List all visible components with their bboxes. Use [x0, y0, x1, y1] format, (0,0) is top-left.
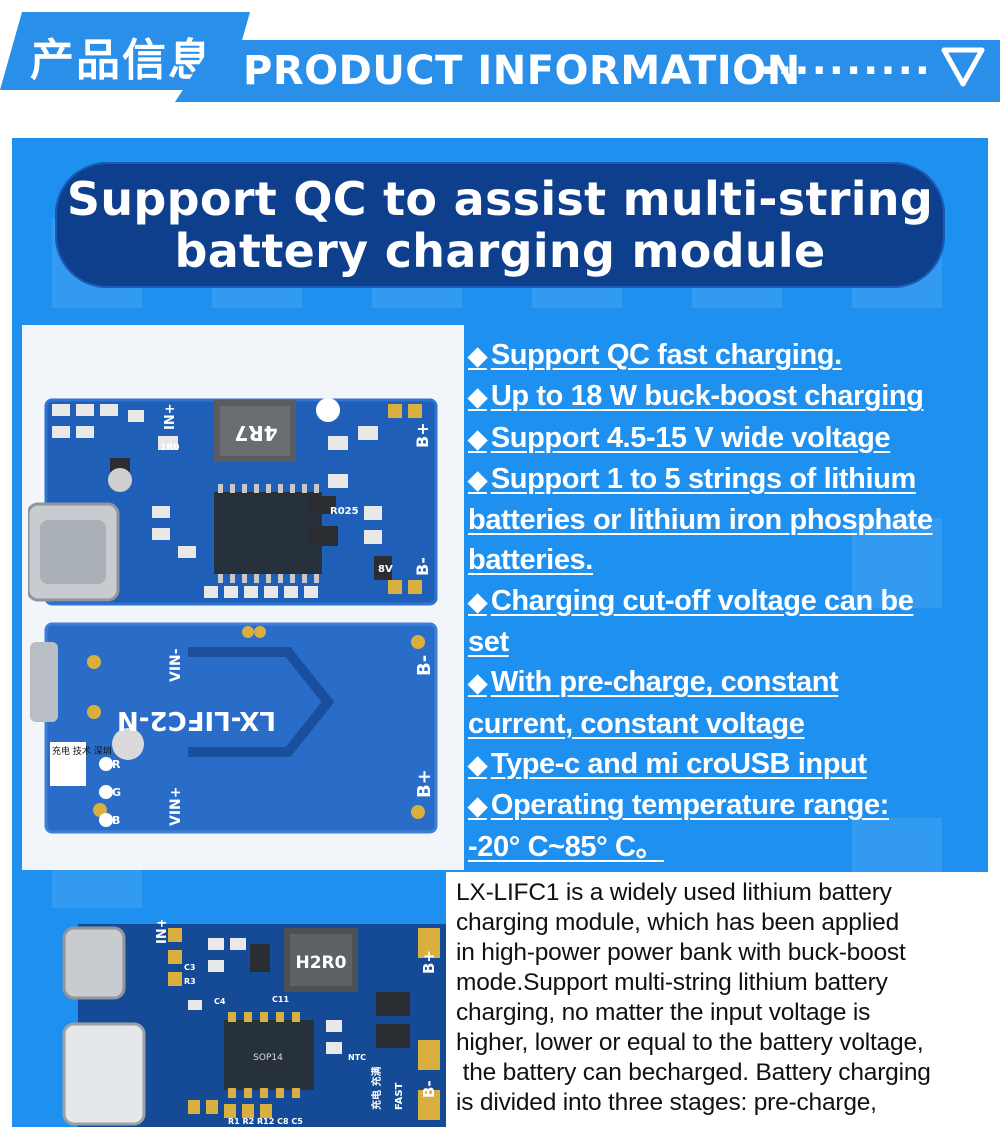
inductor-label: 4R7 [234, 421, 277, 445]
diamond-bullet-icon: ◆ [468, 424, 487, 453]
pin-vin-plus-label: VIN+ [168, 787, 184, 827]
led-r-label: R [112, 758, 121, 771]
diamond-bullet-icon: ◆ [468, 587, 487, 616]
part-1r0-label: 1R0 [160, 443, 179, 453]
section-header: 产品信息 PRODUCT INFORMATION ·········· [0, 0, 1000, 112]
feature-item-continued: -20° C~85° C。 [468, 830, 665, 863]
diamond-bullet-icon: ◆ [468, 792, 487, 821]
part-r025-label: R025 [330, 506, 359, 517]
led-g-label: G [112, 786, 121, 799]
diamond-bullet-icon: ◆ [468, 465, 487, 494]
diamond-bullet-icon: ◆ [468, 750, 487, 779]
description-line: the battery can becharged. Battery charg… [456, 1059, 931, 1086]
description-line: charging module, which has been applied [456, 909, 900, 936]
chinese-title: 产品信息 [30, 35, 214, 86]
description-line: is divided into three stages: pre-charge… [456, 1089, 877, 1116]
description-line: LX-LIFC1 is a widely used lithium batter… [456, 879, 892, 906]
diamond-bullet-icon: ◆ [468, 342, 487, 370]
part-8v-label: 8V [378, 564, 393, 575]
english-title: PRODUCT INFORMATION [243, 48, 801, 94]
diamond-bullet-icon: ◆ [468, 383, 487, 412]
pcb-board-bottom-view: LX-LIFC2-N VIN- VIN+ B- B+ 充电 技术 深圳 R G … [30, 622, 438, 834]
title-dots: ·········· [760, 48, 932, 94]
r3-label: R3 [184, 977, 196, 986]
feature-item-continued: batteries or lithium iron phosphate [468, 504, 933, 537]
feature-item: ◆Type-c and mi croUSB input [468, 747, 867, 780]
bottom-pins-label: R1 R2 R12 C8 C5 [228, 1117, 303, 1126]
pin-b-minus-label: B- [420, 1080, 438, 1098]
chinese-silkscreen: 充电 技术 深圳 [52, 745, 112, 757]
ntc-label: NTC [348, 1053, 366, 1062]
pin-b-plus-label: B+ [413, 422, 432, 448]
feature-item: ◆Up to 18 W buck-boost charging [468, 380, 924, 413]
board-brand-label: LX-LIFC2-N [117, 705, 276, 735]
feature-item-continued: current, constant voltage [468, 707, 805, 740]
feature-item: ◆Support 4.5-15 V wide voltage [468, 421, 891, 454]
feature-item: ◆Support QC fast charging. [468, 339, 842, 371]
pin-b-plus-label: B+ [420, 950, 438, 974]
pcb-board-second-module: H2R0 SOP14 IN+ B+ B- FAST 充电 充满 R1 R2 R1… [62, 920, 446, 1127]
fast-label: FAST [394, 1082, 405, 1110]
description-line: mode.Support multi-string lithium batter… [456, 969, 888, 996]
english-title-band: PRODUCT INFORMATION ·········· [175, 40, 1000, 102]
pin-b-minus-label: B- [413, 557, 432, 576]
headline-line-1: Support QC to assist multi-string [66, 172, 934, 226]
led-b-label: B [112, 814, 120, 827]
description-text: LX-LIFC1 is a widely used lithium batter… [456, 878, 986, 1118]
inductor-label: H2R0 [296, 953, 347, 973]
feature-item-continued: batteries. [468, 544, 593, 577]
description-box [446, 872, 988, 1127]
diamond-bullet-icon: ◆ [468, 669, 487, 698]
feature-item: ◆With pre-charge, constant [468, 666, 839, 699]
headline-line-2: battery charging module [174, 224, 826, 278]
pcb-board-top-view: 4R7 B+ B- IN+ R025 8V 1R0 [28, 398, 438, 606]
chip-label: SOP14 [253, 1053, 283, 1063]
triangle-down-icon [941, 47, 985, 87]
c4-label: C4 [214, 997, 226, 1006]
feature-item-continued: set [468, 626, 509, 659]
description-line: in high-power power bank with buck-boost [456, 939, 906, 966]
description-line: higher, lower or equal to the battery vo… [456, 1029, 924, 1056]
chinese-silkscreen: 充电 充满 [370, 1067, 383, 1110]
c11-label: C11 [272, 995, 289, 1004]
feature-item: ◆Operating temperature range: [468, 789, 889, 822]
feature-item: ◆Support 1 to 5 strings of lithium [468, 462, 916, 495]
headline-banner: Support QC to assist multi-string batter… [55, 162, 945, 288]
pin-in-plus-label: IN+ [163, 403, 178, 430]
pin-b-minus-label: B- [414, 655, 435, 676]
feature-item: ◆Charging cut-off voltage can be [468, 584, 914, 617]
feature-list: ◆Support QC fast charging. ◆Up to 18 W b… [468, 335, 988, 867]
pin-b-plus-label: B+ [414, 769, 435, 798]
pin-in-plus-label: IN+ [155, 920, 170, 944]
description-line: charging, no matter the input voltage is [456, 999, 871, 1026]
pin-vin-minus-label: VIN- [168, 648, 184, 682]
c3-label: C3 [184, 963, 195, 972]
